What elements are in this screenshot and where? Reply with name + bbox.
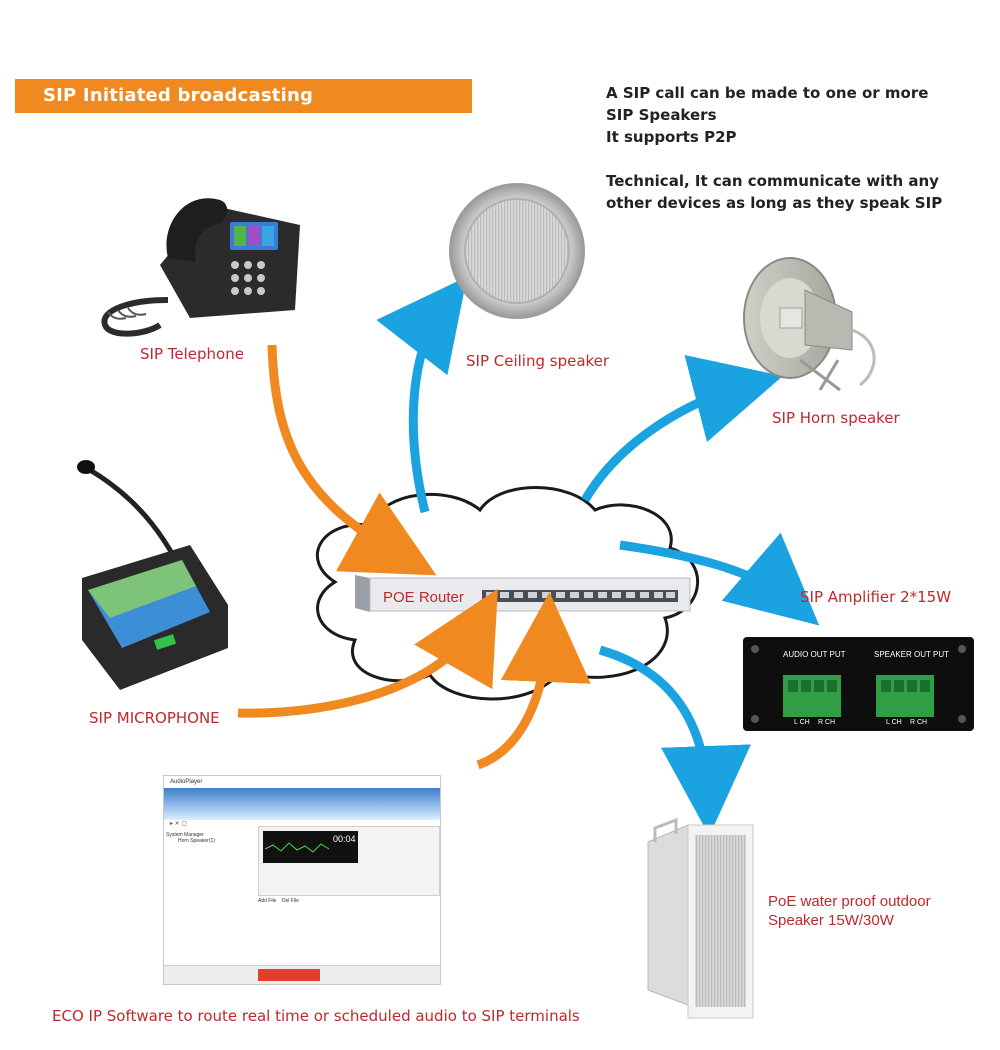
player-screen: 00:04	[263, 831, 358, 863]
amp-speaker-out-label: SPEAKER OUT PUT	[874, 650, 949, 659]
arrow-router-to-horn	[581, 354, 783, 503]
player-time: 00:04	[333, 834, 356, 844]
arrow-router-to-outdoor	[598, 645, 751, 836]
software-tree: System Manager Horn Speaker(1)	[166, 832, 258, 972]
software-player-panel: 00:04	[258, 826, 440, 896]
label-horn-speaker: SIP Horn speaker	[772, 409, 900, 427]
software-window-title: AudioPlayer	[164, 776, 440, 788]
amp-rch-label: R CH	[818, 719, 836, 726]
arrow-router-to-amplifier	[619, 532, 820, 626]
ceiling-speaker-icon	[449, 183, 585, 319]
page-title: SIP Initiated broadcasting	[43, 85, 314, 106]
description-line: It supports P2P	[606, 128, 737, 146]
software-file-list: Add File Del File	[258, 898, 438, 956]
horn-speaker-icon	[743, 257, 876, 392]
amp-lch-label: L CH	[794, 719, 810, 726]
description-line: SIP Speakers	[606, 106, 717, 124]
microphone-icon	[77, 460, 228, 690]
amp-lch-label: L CH	[886, 719, 902, 726]
label-ceiling-speaker: SIP Ceiling speaker	[466, 352, 610, 370]
amp-rch-label: R CH	[910, 719, 928, 726]
software-banner	[164, 788, 440, 820]
description-line: Technical, It can communicate with any	[606, 172, 939, 190]
arrow-software-to-router	[476, 592, 591, 770]
arrow-router-to-ceiling	[376, 276, 468, 514]
amp-audio-out-label: AUDIO OUT PUT	[783, 650, 846, 659]
label-sip-telephone: SIP Telephone	[140, 345, 244, 363]
arrow-microphone-to-router	[237, 588, 498, 718]
tree-item: Horn Speaker(1)	[178, 838, 215, 844]
software-screenshot: AudioPlayer ▸ ✕ ▢ System Manager Horn Sp…	[163, 775, 441, 985]
description-line: A SIP call can be made to one or more	[606, 84, 929, 102]
waveform-icon	[264, 842, 330, 853]
label-amplifier: SIP Amplifier 2*15W	[800, 588, 952, 606]
software-red-button[interactable]	[258, 969, 320, 981]
amplifier-icon	[743, 637, 974, 731]
label-poe-router: POE Router	[383, 589, 464, 606]
label-eco-software: ECO IP Software to route real time or sc…	[52, 1007, 580, 1025]
tree-root: System Manager	[166, 832, 204, 838]
outdoor-speaker-line: Speaker 15W/30W	[768, 912, 894, 929]
arrow-telephone-to-router	[267, 344, 437, 576]
description-line: other devices as long as they speak SIP	[606, 194, 943, 212]
label-outdoor-speaker: PoE water proof outdoor Speaker 15W/30W	[768, 892, 931, 930]
add-file-button[interactable]: Add File	[258, 898, 277, 904]
outdoor-speaker-line: PoE water proof outdoor	[768, 893, 931, 910]
label-sip-microphone: SIP MICROPHONE	[89, 709, 220, 727]
title-banner: SIP Initiated broadcasting	[15, 79, 472, 113]
description-block: A SIP call can be made to one or more SI…	[606, 82, 942, 214]
software-toolbar: ▸ ✕ ▢	[170, 821, 188, 827]
telephone-icon	[101, 198, 300, 337]
del-file-button[interactable]: Del File	[281, 898, 299, 904]
software-bottom-bar	[164, 965, 440, 984]
outdoor-speaker-icon	[647, 817, 754, 1019]
